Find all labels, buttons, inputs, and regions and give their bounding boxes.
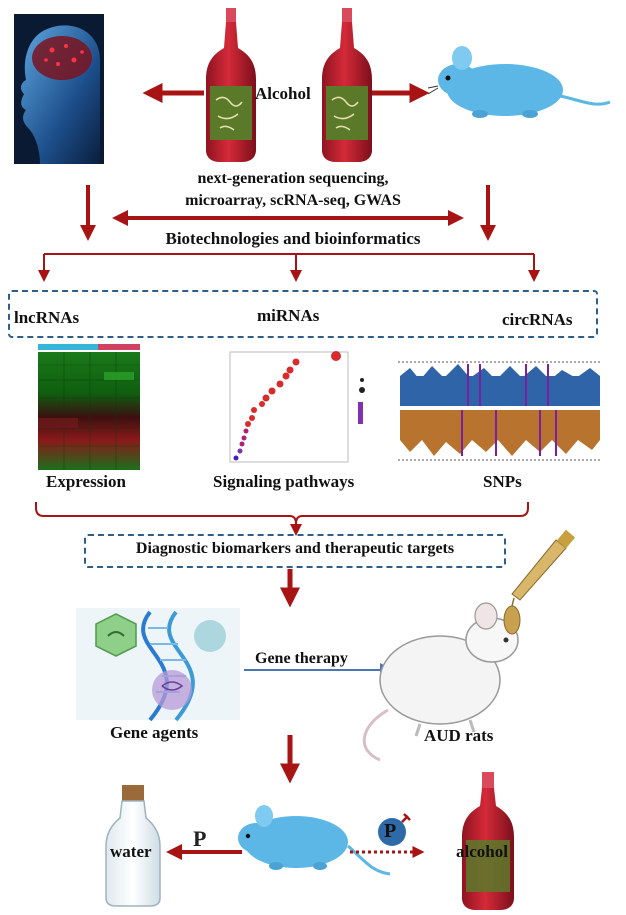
circrna-label: circRNAs xyxy=(502,310,573,329)
signaling-dotplot-image xyxy=(229,351,365,463)
blue-mouse-bottom-image xyxy=(238,805,391,876)
snps-label: SNPs xyxy=(483,472,522,491)
wine-bottle-right-image xyxy=(322,8,372,162)
inhibited-p-badge xyxy=(378,813,411,846)
snp-manhattan-plot-image xyxy=(398,360,602,462)
biomarkers-label: Diagnostic biomarkers and therapeutic ta… xyxy=(135,540,455,557)
oral-dropper-image xyxy=(503,529,576,635)
p-left-label: P xyxy=(193,826,207,851)
water-bottle-image xyxy=(105,785,161,907)
white-rat-image xyxy=(362,602,519,762)
wine-bottle-left-image xyxy=(206,8,256,162)
methods-line-1: next-generation sequencing, xyxy=(197,170,389,187)
expression-label: Expression xyxy=(46,472,126,491)
alcohol-label: Alcohol xyxy=(255,84,311,103)
gene-agents-label: Gene agents xyxy=(110,723,199,742)
alcohol-bottom-label: alcohol xyxy=(456,842,508,861)
biotech-label: Biotechnologies and bioinformatics xyxy=(165,229,421,248)
analysis-merge-bracket xyxy=(35,502,529,525)
aud-rats-label: AUD rats xyxy=(424,726,494,745)
expression-heatmap-image xyxy=(38,344,140,470)
human-brain-image xyxy=(14,14,104,164)
signaling-pathways-label: Signaling pathways xyxy=(213,472,355,491)
water-label: water xyxy=(110,842,152,861)
blue-mouse-top-image xyxy=(427,46,611,118)
rna-branch-arrows xyxy=(38,253,540,282)
lncrna-label: lncRNAs xyxy=(14,308,80,327)
methods-line-2: microarray, scRNA-seq, GWAS xyxy=(185,192,401,209)
gene-therapy-label: Gene therapy xyxy=(255,650,348,667)
mirna-label: miRNAs xyxy=(257,306,320,325)
wine-bottle-bottom-image xyxy=(462,772,514,910)
p-right-label: P xyxy=(384,820,397,842)
rna-types-box xyxy=(8,290,598,338)
biomarkers-box xyxy=(84,534,506,568)
gene-agents-image xyxy=(76,608,240,722)
